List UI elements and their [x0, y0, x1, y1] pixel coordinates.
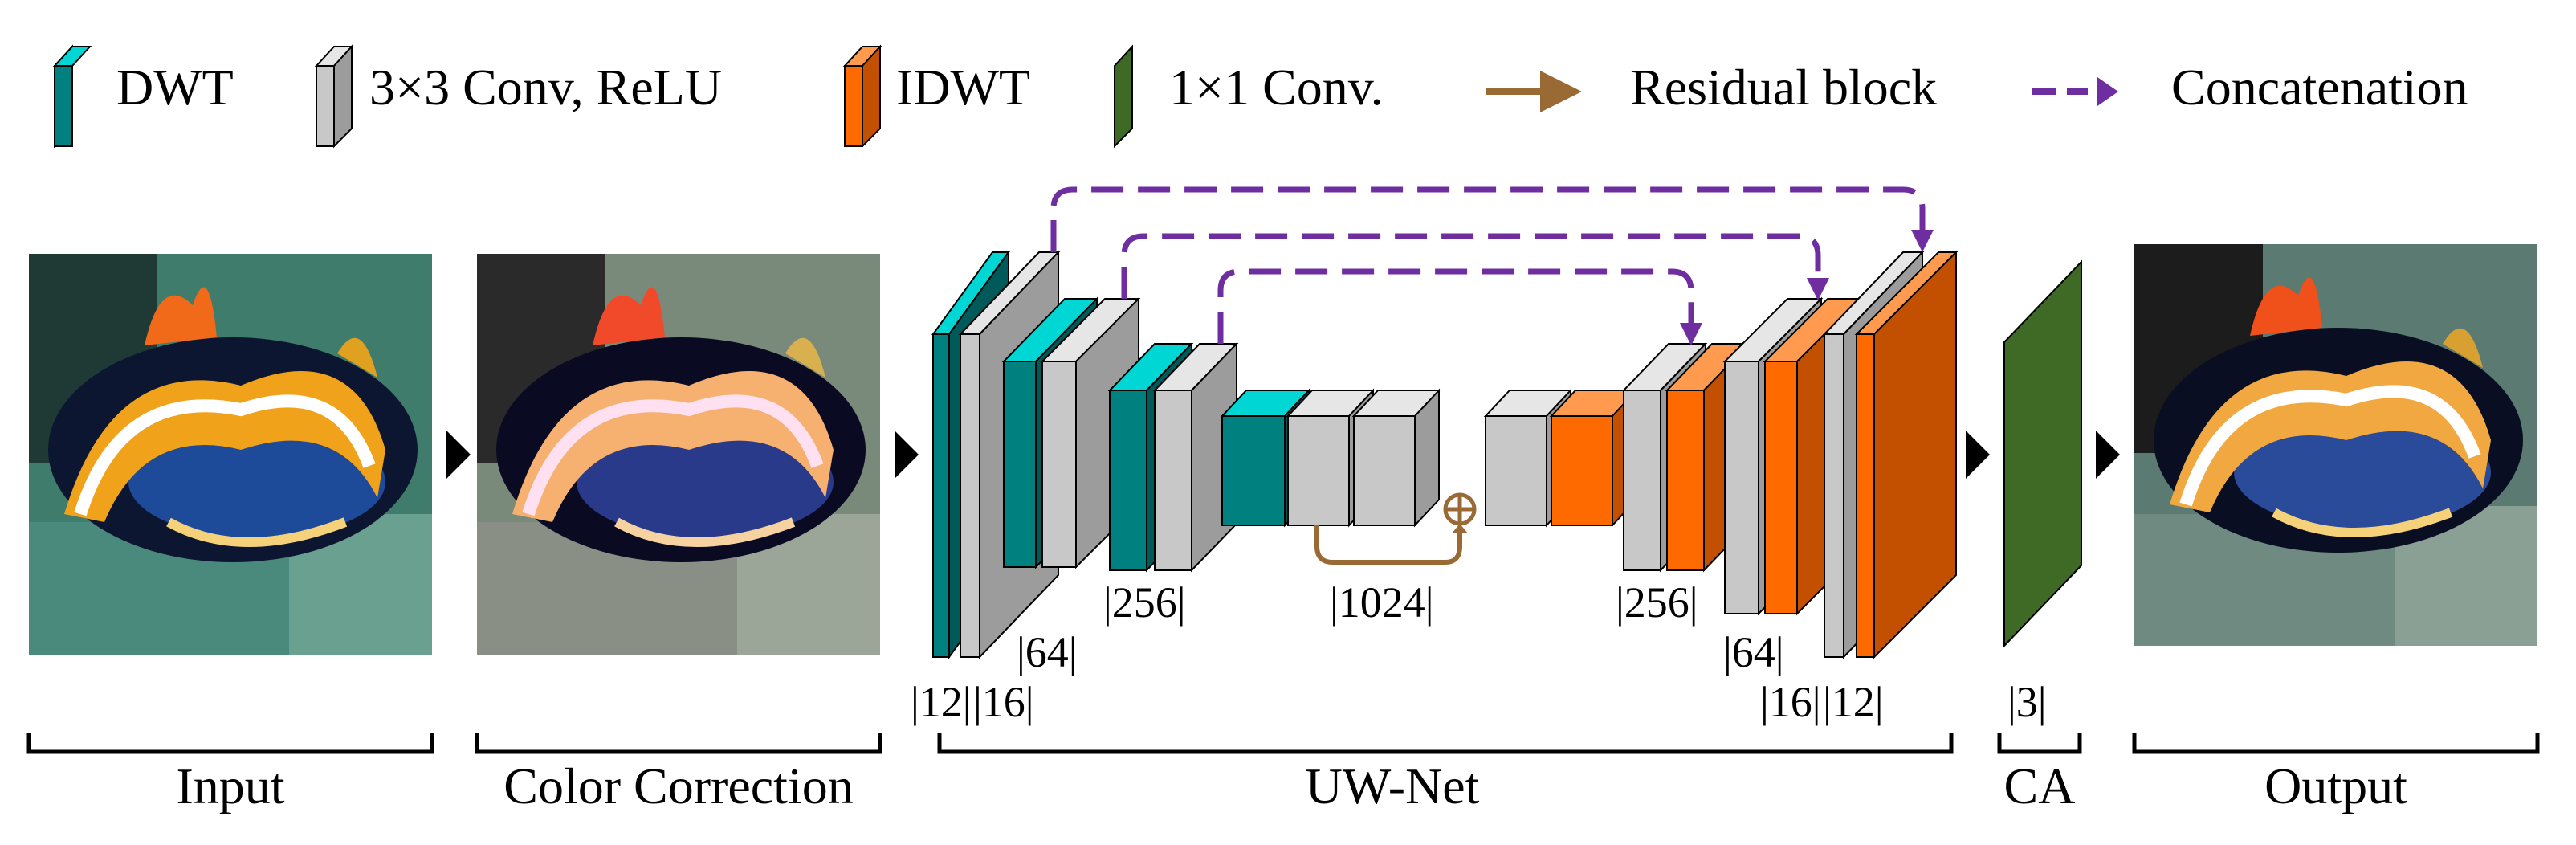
flow-arrow-4-icon — [2096, 431, 2120, 479]
dim-enc-256: |256| — [1103, 578, 1186, 627]
concatenation-skips — [1050, 186, 1934, 345]
legend-dwt-swatch — [52, 44, 92, 149]
legend-concat-label: Concatenation — [2171, 59, 2468, 116]
dim-dec-256: |256| — [1616, 578, 1698, 627]
skip-connection-1 — [1050, 186, 1934, 252]
residual-connection — [1314, 492, 1477, 565]
dim-mid-1024: |1024| — [1330, 578, 1434, 627]
section-labels: Input Color Correction UW-Net CA Output — [176, 757, 2407, 814]
dimension-labels: |12| |16| |64| |256| |1024| |256| |64| |… — [911, 578, 2047, 726]
dim-ca-3: |3| — [2007, 678, 2047, 726]
section-uwnet-label: UW-Net — [1306, 757, 1480, 814]
dim-dec-12: |12| — [1823, 678, 1884, 726]
legend-conv3-label: 3×3 Conv, ReLU — [369, 59, 722, 116]
bracket-output — [2132, 733, 2540, 754]
section-ca-label: CA — [2004, 757, 2076, 814]
dim-enc-64: |64| — [1017, 628, 1078, 676]
flow-arrow-3-icon — [1966, 431, 1990, 479]
legend: DWT 3×3 Conv, ReLU IDWT 1×1 Conv. Residu… — [52, 44, 2468, 149]
dim-enc-16: |16| — [973, 678, 1034, 726]
section-input-label: Input — [176, 757, 284, 814]
legend-concat-arrow-icon — [2032, 77, 2118, 106]
section-color-correction-label: Color Correction — [503, 757, 853, 814]
bracket-input — [26, 733, 434, 754]
decoder-idwt-1 — [1854, 250, 1958, 659]
flow-arrow-2-icon — [895, 431, 919, 479]
legend-residual-label: Residual block — [1630, 59, 1937, 116]
output-image — [2134, 244, 2537, 646]
bracket-color-correction — [475, 733, 882, 754]
color-corrected-image — [477, 254, 880, 655]
ca-conv1-block — [2003, 259, 2082, 648]
legend-residual-arrow-icon — [1486, 71, 1582, 112]
legend-conv1-label: 1×1 Conv. — [1169, 59, 1384, 116]
legend-idwt-label: IDWT — [896, 59, 1030, 116]
bracket-uwnet — [937, 733, 1954, 754]
uwnet-blocks — [931, 249, 1958, 660]
input-image — [29, 254, 432, 655]
legend-dwt-label: DWT — [116, 59, 234, 116]
section-brackets — [26, 733, 2540, 754]
skip-connection-2 — [1121, 233, 1829, 300]
section-output-label: Output — [2264, 757, 2407, 814]
flow-arrow-1-icon — [446, 431, 471, 479]
legend-conv3-swatch — [314, 44, 354, 149]
dim-dec-64: |64| — [1723, 628, 1784, 676]
dim-dec-16: |16| — [1760, 678, 1821, 726]
bracket-ca — [1997, 733, 2082, 754]
skip-connection-3 — [1217, 268, 1702, 345]
dim-enc-12: |12| — [911, 678, 972, 726]
legend-idwt-swatch — [842, 44, 882, 149]
bottleneck-conv-b — [1351, 388, 1441, 528]
legend-conv1-swatch — [1114, 44, 1133, 149]
